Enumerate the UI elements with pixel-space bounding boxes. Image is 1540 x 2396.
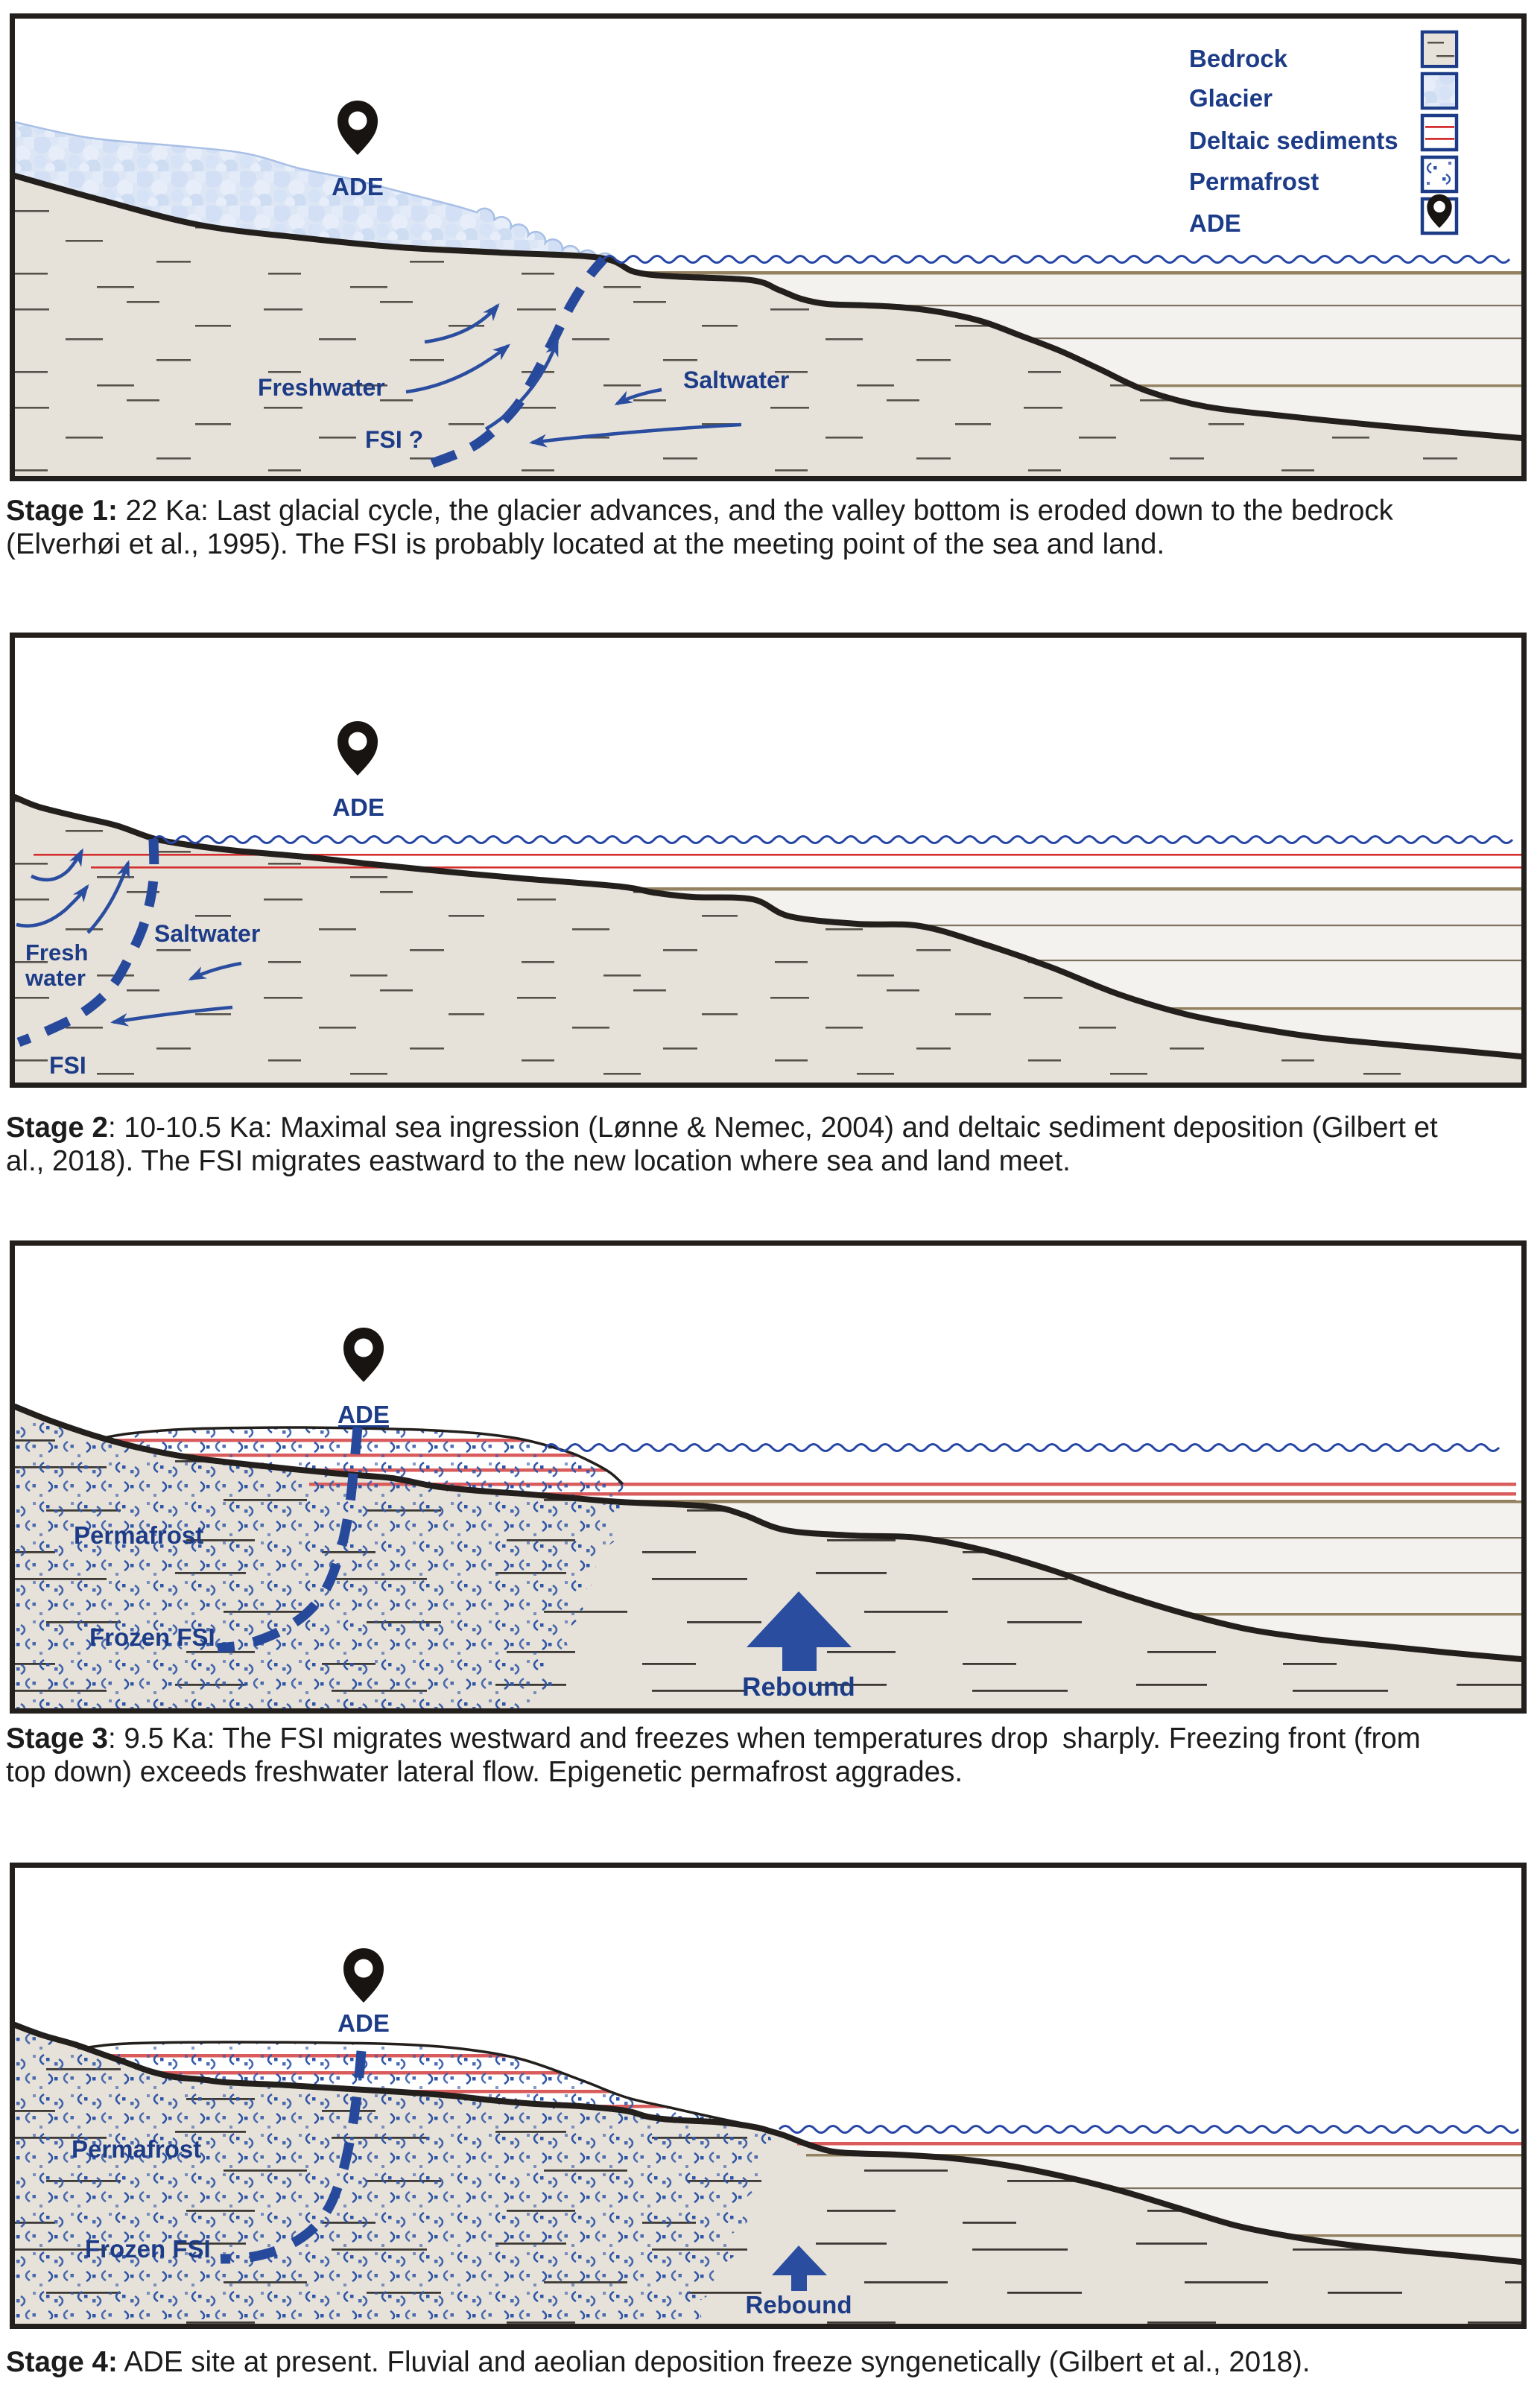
svg-text:Saltwater: Saltwater xyxy=(154,920,260,947)
svg-text:ADE: ADE xyxy=(332,173,384,200)
svg-text:Frozen FSI: Frozen FSI xyxy=(89,1623,215,1651)
svg-text:water: water xyxy=(25,965,86,991)
svg-text:ADE: ADE xyxy=(1189,209,1241,237)
svg-text:Rebound: Rebound xyxy=(742,1673,855,1702)
svg-text:FSI: FSI xyxy=(49,1052,86,1079)
svg-text:Fresh: Fresh xyxy=(25,939,88,966)
svg-text:ADE: ADE xyxy=(332,793,384,821)
svg-text:Rebound: Rebound xyxy=(746,2291,852,2319)
svg-text:Saltwater: Saltwater xyxy=(683,367,789,393)
svg-text:ADE: ADE xyxy=(338,1401,390,1428)
svg-text:FSI ?: FSI ? xyxy=(365,426,423,453)
svg-text:ADE: ADE xyxy=(338,2009,390,2037)
svg-text:Frozen FSI: Frozen FSI xyxy=(85,2235,211,2263)
svg-text:Permafrost: Permafrost xyxy=(1189,168,1319,195)
svg-text:Bedrock: Bedrock xyxy=(1189,45,1288,72)
svg-text:Deltaic sediments: Deltaic sediments xyxy=(1189,127,1398,154)
svg-text:Glacier: Glacier xyxy=(1189,84,1273,112)
svg-text:Permafrost: Permafrost xyxy=(72,2135,201,2163)
svg-text:Permafrost: Permafrost xyxy=(74,1521,203,1549)
svg-text:Freshwater: Freshwater xyxy=(258,374,385,401)
